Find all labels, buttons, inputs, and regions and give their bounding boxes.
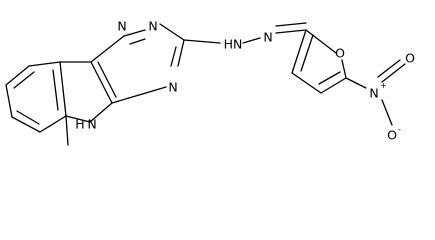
bonds (5, 22, 406, 146)
nitro-o-charge: - (398, 125, 401, 134)
furan-o: O (335, 46, 345, 61)
ring-n-bottom: N (168, 80, 177, 95)
nitro-n: N (369, 86, 378, 101)
atom-labels: N N N N H HN N O N + O O - (75, 19, 415, 143)
molecule-structure: N N N N H HN N O N + O O - (5, 19, 415, 146)
hydrazone-n: N (263, 30, 272, 45)
nitro-o-top: O (405, 51, 415, 66)
hydrazone-nh: HN (224, 37, 243, 52)
ring-n-top-left: N (117, 19, 126, 34)
ring-n-top-right: N (148, 19, 157, 34)
nitro-o-minus: O (387, 128, 397, 143)
indole-h: H (75, 117, 84, 132)
nitro-n-charge: + (380, 81, 387, 90)
indole-n: N (87, 117, 96, 132)
